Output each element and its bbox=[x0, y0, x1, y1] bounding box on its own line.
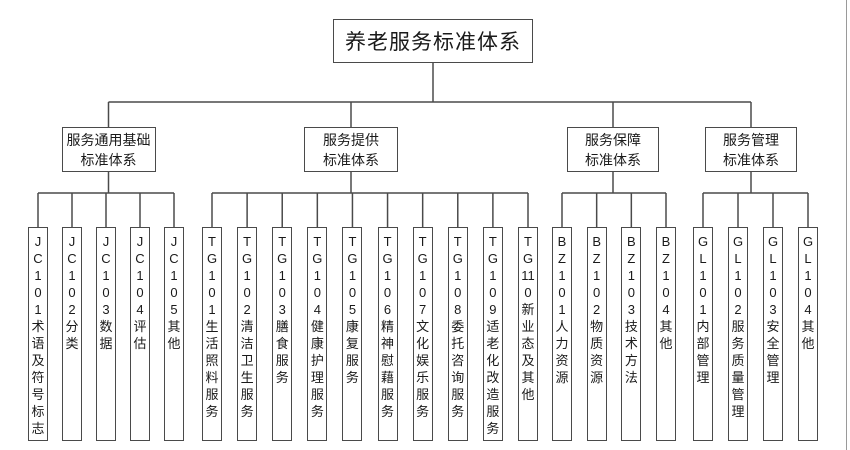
leaf-node: JC103 数据 bbox=[96, 227, 116, 441]
group-label-line: 标准体系 bbox=[723, 151, 779, 168]
leaf-node: TG106 精神慰藉服务 bbox=[377, 227, 398, 441]
leaf-label: 膳食服务 bbox=[275, 319, 289, 385]
frame-edge-line bbox=[846, 0, 847, 450]
leaf-label: 文化娱乐服务 bbox=[416, 319, 430, 419]
leaf-code: TG108 bbox=[452, 234, 463, 317]
leaf-code: TG102 bbox=[242, 234, 253, 317]
leaf-label: 其他 bbox=[659, 319, 673, 351]
leaf-code: GL102 bbox=[732, 234, 744, 317]
leaf-code: BZ102 bbox=[592, 234, 601, 317]
leaf-code: TG104 bbox=[312, 234, 323, 317]
leaf-code: TG103 bbox=[277, 234, 288, 317]
leaf-node: BZ101 人力资源 bbox=[552, 227, 572, 441]
leaf-label: 评估 bbox=[133, 319, 147, 351]
leaf-code: TG105 bbox=[347, 234, 358, 317]
leaf-code: JC102 bbox=[67, 234, 77, 317]
group-label-line: 标准体系 bbox=[323, 151, 379, 168]
leaf-node: JC101 术语及符号标志 bbox=[28, 227, 48, 441]
leaf-code: BZ101 bbox=[557, 234, 567, 317]
leaf-node: JC102 分类 bbox=[62, 227, 82, 441]
leaf-label: 康复服务 bbox=[345, 319, 359, 385]
leaf-node: TG102 清洁卫生服务 bbox=[237, 227, 258, 441]
leaf-node: TG101 生活照料服务 bbox=[202, 227, 222, 441]
leaf-code: JC104 bbox=[135, 234, 145, 317]
leaf-label: 人力资源 bbox=[555, 319, 569, 385]
leaf-code: TG107 bbox=[417, 234, 428, 317]
leaf-node: BZ102 物质资源 bbox=[586, 227, 607, 441]
group-label-line: 服务通用基础 bbox=[66, 131, 151, 148]
leaf-node: BZ103 技术方法 bbox=[621, 227, 642, 441]
group-label-line: 服务保障 bbox=[585, 131, 641, 148]
leaf-code: BZ103 bbox=[626, 234, 636, 317]
leaf-node: GL103 安全管理 bbox=[763, 227, 783, 441]
leaf-label: 新业态及其他 bbox=[521, 302, 535, 402]
group-node: 服务通用基础标准体系 bbox=[61, 127, 156, 172]
group-label-line: 标准体系 bbox=[80, 151, 137, 168]
leaf-label: 精神慰藉服务 bbox=[381, 319, 395, 419]
leaf-node: JC105 其他 bbox=[164, 227, 184, 441]
leaf-label: 健康护理服务 bbox=[310, 319, 324, 419]
leaf-node: TG105 康复服务 bbox=[342, 227, 363, 441]
group-label-line: 服务提供 bbox=[323, 131, 379, 148]
leaf-label: 生活照料服务 bbox=[205, 319, 219, 419]
root-node: 养老服务标准体系 bbox=[333, 19, 533, 63]
leaf-label: 服务质量管理 bbox=[731, 319, 745, 419]
leaf-code: GL104 bbox=[802, 234, 814, 317]
leaf-label: 技术方法 bbox=[624, 319, 638, 385]
leaf-node: TG104 健康护理服务 bbox=[307, 227, 328, 441]
leaf-label: 物质资源 bbox=[590, 319, 604, 385]
leaf-code: JC101 bbox=[33, 234, 43, 317]
leaf-node: BZ104 其他 bbox=[656, 227, 676, 441]
leaf-label: 其他 bbox=[167, 319, 181, 351]
leaf-label: 清洁卫生服务 bbox=[240, 319, 254, 419]
leaf-code: JC105 bbox=[169, 234, 179, 317]
leaf-node: TG109 适老化改造服务 bbox=[482, 227, 503, 441]
leaf-node: GL102 服务质量管理 bbox=[728, 227, 748, 441]
leaf-code: JC103 bbox=[101, 234, 111, 317]
leaf-label: 内部管理 bbox=[696, 319, 710, 385]
leaf-label: 适老化改造服务 bbox=[486, 319, 500, 436]
leaf-node: TG103 膳食服务 bbox=[272, 227, 293, 441]
leaf-code: GL101 bbox=[697, 234, 709, 317]
group-label-line: 标准体系 bbox=[585, 151, 641, 168]
leaf-node: TG110 新业态及其他 bbox=[518, 227, 538, 441]
leaf-label: 其他 bbox=[801, 319, 815, 351]
leaf-code: BZ104 bbox=[661, 234, 671, 317]
leaf-node: GL104 其他 bbox=[798, 227, 818, 441]
leaf-code: GL103 bbox=[767, 234, 779, 317]
group-node: 服务管理标准体系 bbox=[705, 127, 797, 172]
leaf-label: 安全管理 bbox=[766, 319, 780, 385]
leaf-code: TG110 bbox=[521, 234, 535, 300]
leaf-label: 数据 bbox=[99, 319, 113, 351]
leaf-node: TG108 委托咨询服务 bbox=[447, 227, 468, 441]
leaf-label: 术语及符号标志 bbox=[31, 319, 45, 436]
group-label-line: 服务管理 bbox=[723, 131, 779, 148]
leaf-code: TG106 bbox=[382, 234, 393, 317]
leaf-node: TG107 文化娱乐服务 bbox=[412, 227, 433, 441]
leaf-node: JC104 评估 bbox=[130, 227, 150, 441]
leaf-node: GL101 内部管理 bbox=[693, 227, 713, 441]
group-node: 服务保障标准体系 bbox=[567, 127, 659, 172]
leaf-label: 委托咨询服务 bbox=[451, 319, 465, 419]
group-node: 服务提供标准体系 bbox=[304, 127, 398, 172]
leaf-code: TG101 bbox=[206, 234, 218, 317]
leaf-code: TG109 bbox=[487, 234, 498, 317]
leaf-label: 分类 bbox=[65, 319, 79, 351]
